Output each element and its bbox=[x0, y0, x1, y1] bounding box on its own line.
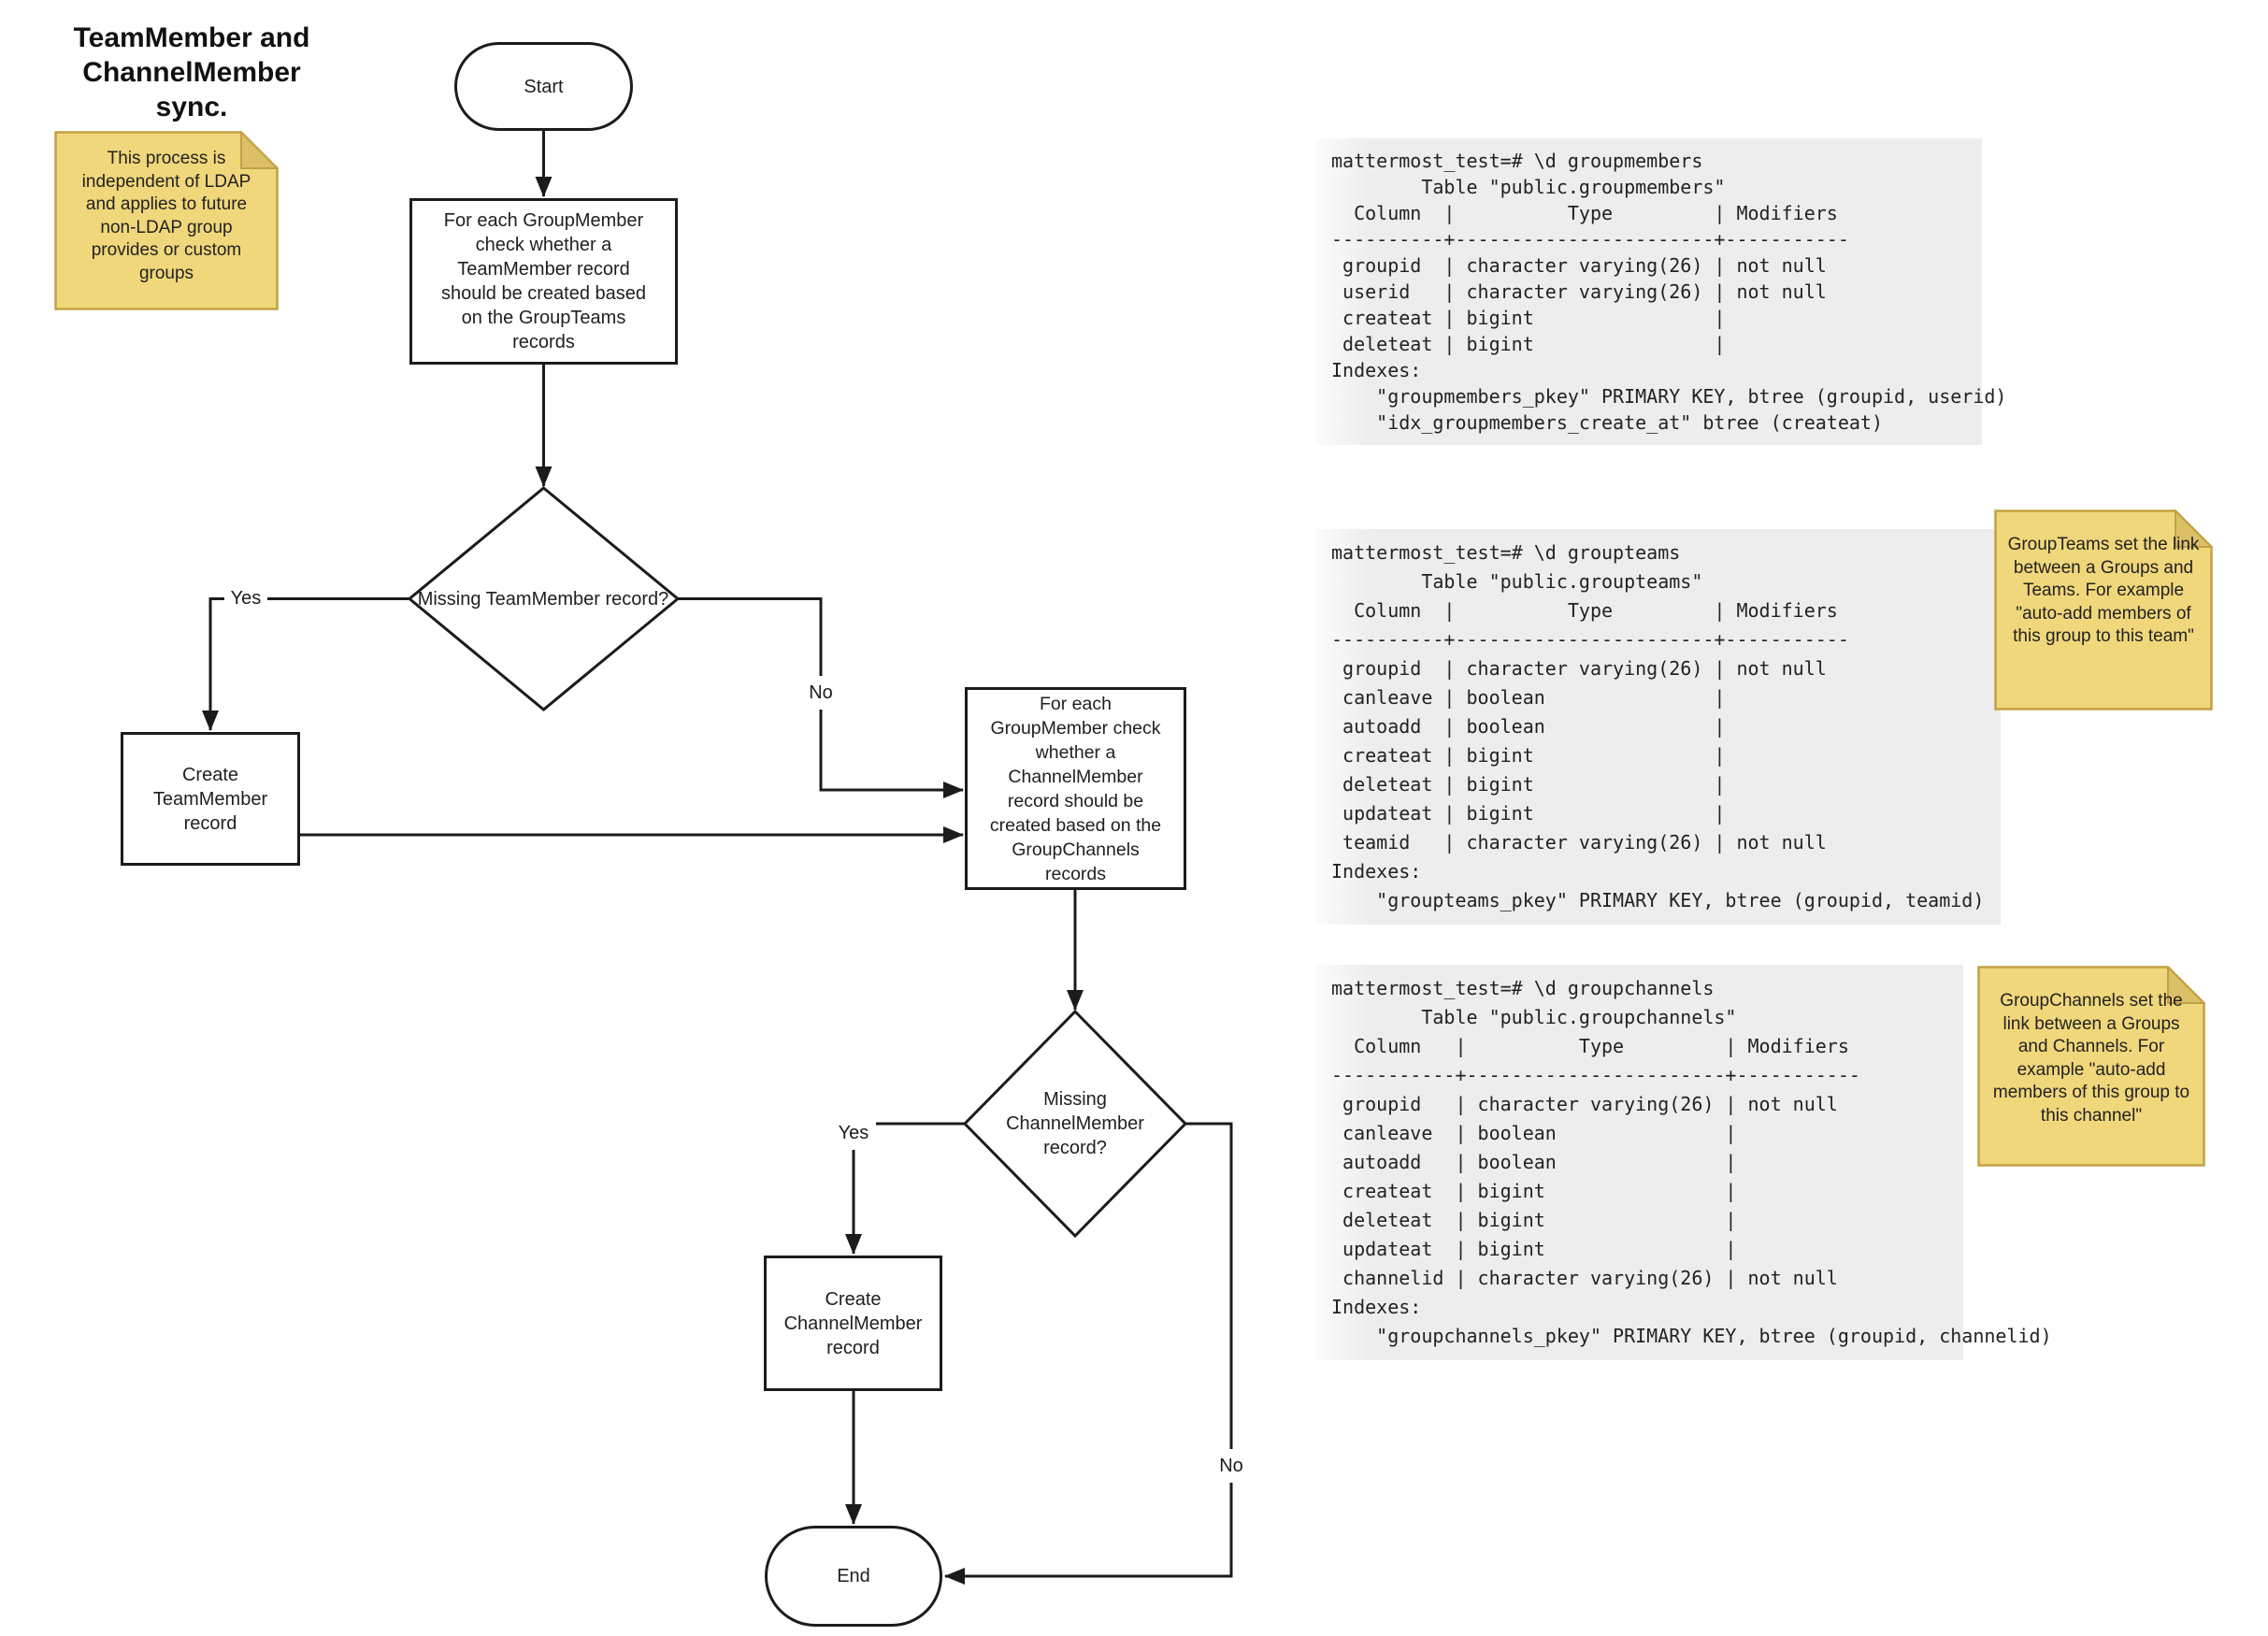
decision-missing-teammember-shape bbox=[407, 486, 681, 711]
sticky-note-icon bbox=[1977, 966, 2205, 1167]
page-title: TeamMember and ChannelMember sync. bbox=[73, 22, 310, 122]
edge-yes-to-create-team bbox=[202, 597, 409, 731]
sticky-note-groupchannels-text: GroupChannels set the link between a Gro… bbox=[1992, 991, 2190, 1126]
decision-missing-channelmember-label: Missing ChannelMember record? bbox=[1006, 1089, 1144, 1158]
decision-missing-teammember-label: Missing TeamMember record? bbox=[417, 588, 669, 610]
process-check-teammember: For each GroupMember check whether a Tea… bbox=[409, 198, 678, 365]
psql-output-groupmembers: mattermost_test=# \d groupmembers Table … bbox=[1316, 138, 2006, 445]
process-check-teammember-label: For each GroupMember check whether a Tea… bbox=[440, 210, 647, 352]
sticky-note-icon bbox=[1994, 509, 2213, 710]
process-create-teammember: Create TeamMember record bbox=[121, 732, 300, 866]
process-create-teammember-label: Create TeamMember record bbox=[152, 764, 268, 834]
psql-output-groupteams: mattermost_test=# \d groupteams Table "p… bbox=[1316, 529, 2001, 925]
process-create-channelmember-label: Create ChannelMember record bbox=[783, 1288, 923, 1358]
sticky-note-groupteams-text: GroupTeams set the link between a Groups… bbox=[2007, 535, 2200, 646]
end-label: End bbox=[837, 1566, 870, 1586]
sticky-note-groupteams: GroupTeams set the link between a Groups… bbox=[1994, 509, 2213, 710]
edge-label-yes-team: Yes bbox=[224, 581, 267, 615]
process-check-channelmember-label: For each GroupMember check whether a Cha… bbox=[989, 693, 1162, 884]
process-create-channelmember: Create ChannelMember record bbox=[764, 1256, 942, 1391]
psql-output-groupchannels: mattermost_test=# \d groupchannels Table… bbox=[1316, 965, 2052, 1360]
process-check-channelmember: For each GroupMember check whether a Cha… bbox=[965, 687, 1186, 890]
decision-missing-channelmember-shape bbox=[962, 1009, 1188, 1239]
edge-no-to-end bbox=[944, 1122, 1233, 1585]
sticky-note-ldap: This process is independent of LDAP and … bbox=[54, 131, 279, 310]
sticky-note-ldap-text: This process is independent of LDAP and … bbox=[81, 149, 251, 283]
edge-label-no-team: No bbox=[800, 676, 841, 710]
start-label: Start bbox=[524, 76, 564, 97]
sticky-note-icon bbox=[54, 131, 279, 310]
edge-label-yes-channel: Yes bbox=[831, 1116, 876, 1150]
edge-label-no-channel: No bbox=[1211, 1449, 1252, 1483]
start-node: Start bbox=[454, 42, 633, 131]
sticky-note-groupchannels: GroupChannels set the link between a Gro… bbox=[1977, 966, 2205, 1167]
end-node: End bbox=[765, 1526, 942, 1627]
